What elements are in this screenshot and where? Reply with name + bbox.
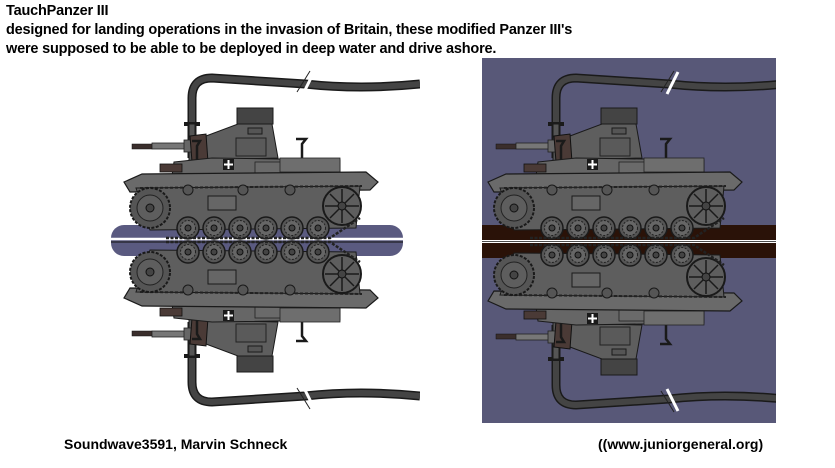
description-line-2: were supposed to be able to be deployed … bbox=[6, 41, 497, 57]
figure-tank-on-blue bbox=[482, 58, 776, 423]
header: TauchPanzer III designed for landing ope… bbox=[6, 2, 572, 59]
figure-tank-on-white bbox=[100, 58, 420, 420]
source-credit: ((www.juniorgeneral.org) bbox=[598, 436, 764, 452]
tank-illustration bbox=[482, 58, 776, 423]
author-credit: Soundwave3591, Marvin Schneck bbox=[64, 436, 288, 452]
page-title: TauchPanzer III bbox=[6, 3, 109, 19]
description-line-1: designed for landing operations in the i… bbox=[6, 22, 573, 38]
tank-illustration bbox=[111, 58, 420, 420]
